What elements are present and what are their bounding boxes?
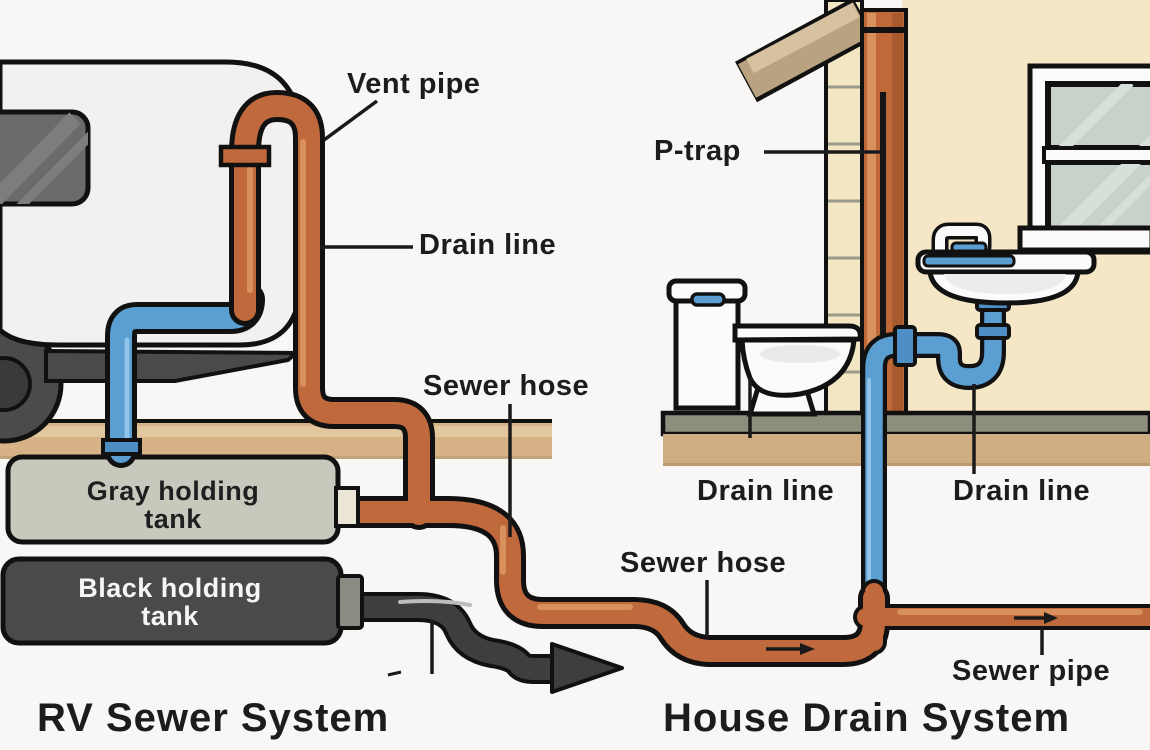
faucet bbox=[935, 226, 988, 261]
rv-ground bbox=[0, 419, 552, 459]
roof-eave bbox=[735, 0, 875, 103]
flow-arrow-hose bbox=[800, 643, 815, 655]
gray-tank-outlet bbox=[334, 486, 360, 528]
toilet-seat bbox=[732, 323, 863, 343]
house-floor bbox=[660, 410, 1150, 466]
label-sewer-hose-rv: Sewer hose bbox=[423, 370, 590, 402]
rv-trailer bbox=[0, 59, 304, 444]
blue-pipe-coupling bbox=[101, 438, 142, 456]
sink bbox=[915, 222, 1097, 306]
flow-arrow-pipe bbox=[1044, 612, 1058, 624]
rv-system-title: RV Sewer System bbox=[37, 696, 390, 740]
orange-pipe-network bbox=[218, 89, 1150, 667]
house-system-title: House Drain System bbox=[663, 696, 1071, 740]
house-window bbox=[1017, 63, 1150, 255]
toilet bbox=[666, 278, 863, 417]
vent-pipe-collar bbox=[218, 144, 272, 168]
label-sewer-hose-center: Sewer hose bbox=[620, 547, 787, 579]
vent-pipe-and-drain-line bbox=[234, 94, 430, 525]
black-tank-label: Black holding tank bbox=[78, 573, 262, 631]
label-sewer-pipe: Sewer pipe bbox=[952, 655, 1111, 687]
sink-backsplash bbox=[922, 254, 1016, 268]
trap-coupling bbox=[975, 323, 1011, 340]
in-wall-pipe-line bbox=[880, 92, 886, 416]
pointer-lines bbox=[320, 99, 1044, 677]
label-vent-pipe: Vent pipe bbox=[347, 68, 481, 100]
window-sill bbox=[1017, 225, 1150, 253]
black-tank-outlet bbox=[336, 574, 364, 630]
label-drain-line-rv: Drain line bbox=[419, 229, 557, 261]
flow-arrowhead bbox=[550, 642, 624, 694]
black-tank-hose bbox=[343, 592, 624, 694]
label-drain-line-sink: Drain line bbox=[953, 475, 1091, 507]
toilet-flush-button bbox=[690, 292, 726, 307]
flow-arrows bbox=[766, 612, 1058, 655]
sink-drain-pipe bbox=[861, 289, 1006, 613]
gray-tank-label: Gray holding tank bbox=[86, 476, 260, 534]
label-p-trap: P-trap bbox=[654, 135, 741, 167]
vent-pipe-pointer bbox=[322, 99, 379, 142]
trap-wall-coupling bbox=[893, 325, 917, 367]
label-drain-line-toilet: Drain line bbox=[697, 475, 835, 507]
small-tick bbox=[387, 670, 402, 677]
